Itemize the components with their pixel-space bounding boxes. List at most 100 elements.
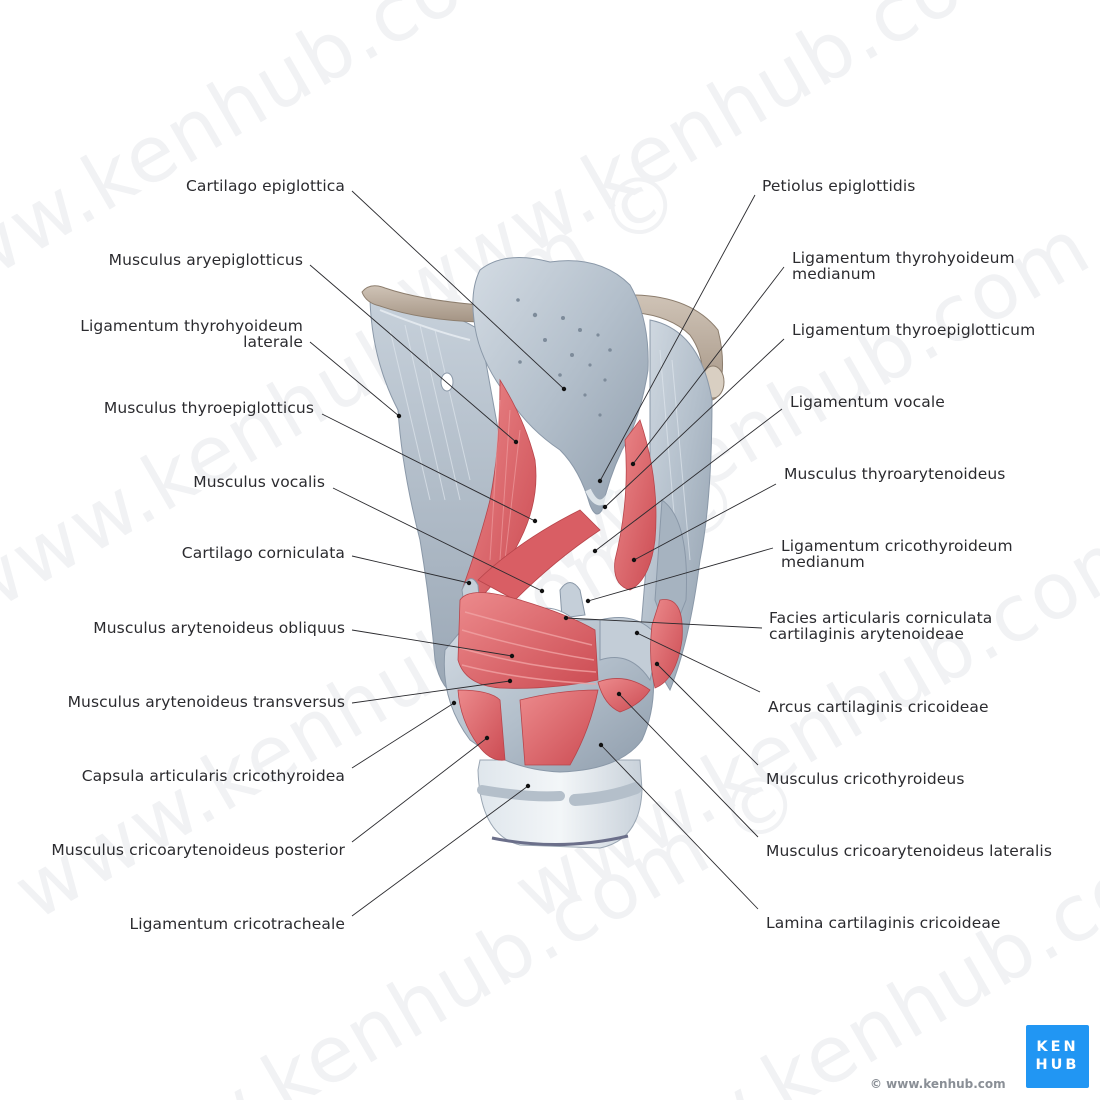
logo-line-2: HUB — [1035, 1057, 1080, 1073]
muscle-aryepiglotticus — [461, 378, 537, 601]
leader-line — [351, 702, 455, 769]
label-musculus-arytenoideus-transversus: Musculus arytenoideus transversus — [68, 694, 345, 710]
leader-dot — [532, 518, 538, 524]
leader-dot — [602, 504, 608, 510]
label-line: Musculus cricoarytenoideus posterior — [51, 841, 345, 859]
leader-dot — [466, 580, 472, 586]
leader-line — [321, 413, 536, 522]
label-musculus-cricothyroideus: Musculus cricothyroideus — [766, 771, 965, 787]
leader-dot — [539, 588, 545, 594]
label-line: Petiolus epiglottidis — [762, 177, 916, 195]
leader-line — [636, 632, 761, 693]
leader-line — [656, 663, 759, 766]
leader-line — [604, 338, 785, 508]
label-petiolus-epiglottidis: Petiolus epiglottidis — [762, 178, 915, 194]
leader-dot — [585, 598, 591, 604]
leader-dot — [451, 700, 457, 706]
trachea — [477, 759, 643, 849]
kenhub-logo[interactable]: KEN HUB — [1026, 1025, 1089, 1088]
label-musculus-cricoarytenoideus-posterior: Musculus cricoarytenoideus posterior — [51, 842, 345, 858]
label-line: Lamina cartilaginis cricoideae — [766, 914, 1001, 932]
leader-line — [599, 194, 756, 482]
leader-line — [351, 555, 470, 584]
label-line: Musculus arytenoideus obliquus — [93, 619, 345, 637]
leader-line — [309, 341, 400, 417]
leader-dot — [563, 615, 569, 621]
label-ligamentum-vocale: Ligamentum vocale — [790, 394, 945, 410]
leader-line — [618, 693, 759, 838]
muscle-cricoarytenoideus-posterior — [457, 689, 599, 766]
leader-dot — [509, 653, 515, 659]
muscle-cricoarytenoideus-lateralis — [597, 678, 651, 713]
leader-line — [351, 785, 529, 917]
thyroid-lamina-right — [639, 319, 713, 692]
leader-line — [351, 629, 513, 657]
leader-dot — [598, 742, 604, 748]
leader-line — [351, 190, 565, 390]
leader-line — [594, 408, 783, 552]
label-cartilago-corniculata: Cartilago corniculata — [182, 545, 345, 561]
label-line: Musculus vocalis — [193, 473, 325, 491]
label-line: Musculus cricoarytenoideus lateralis — [766, 842, 1053, 860]
label-line: Musculus aryepiglotticus — [108, 251, 303, 269]
leader-dot — [484, 735, 490, 741]
label-line: medianum — [792, 265, 876, 283]
label-cartilago-epiglottica: Cartilago epiglottica — [186, 178, 345, 194]
label-line: medianum — [781, 553, 865, 571]
label-line: Musculus arytenoideus transversus — [67, 693, 345, 711]
label-musculus-cricoarytenoideus-lateralis: Musculus cricoarytenoideus lateralis — [766, 843, 1052, 859]
label-musculus-vocalis: Musculus vocalis — [193, 474, 325, 490]
leader-line — [309, 264, 517, 443]
label-ligamentum-thyroepiglotticum: Ligamentum thyroepiglotticum — [792, 322, 1035, 338]
label-line: Facies articularis corniculata — [769, 609, 993, 627]
leader-dot — [513, 439, 519, 445]
leader-lines — [309, 190, 785, 917]
muscle-vocalis — [477, 509, 601, 601]
label-line: Musculus thyroarytenoideus — [784, 465, 1006, 483]
leader-dot — [561, 386, 567, 392]
label-line: Cartilago corniculata — [181, 544, 345, 562]
label-musculus-arytenoideus-obliquus: Musculus arytenoideus obliquus — [93, 620, 345, 636]
leader-line — [600, 744, 759, 910]
label-line: Ligamentum vocale — [790, 393, 945, 411]
label-ligamentum-cricotracheale: Ligamentum cricotracheale — [129, 916, 345, 932]
leader-dot — [597, 478, 603, 484]
label-line: Ligamentum thyroepiglotticum — [792, 321, 1036, 339]
label-line: Musculus thyroepiglotticus — [103, 399, 314, 417]
label-musculus-thyroepiglotticus: Musculus thyroepiglotticus — [104, 400, 314, 416]
logo-line-1: KEN — [1036, 1039, 1079, 1055]
label-musculus-aryepiglotticus: Musculus aryepiglotticus — [109, 252, 303, 268]
label-line: Ligamentum thyrohyoideum — [792, 249, 1015, 267]
copyright-url[interactable]: © www.kenhub.com — [870, 1077, 1006, 1091]
leader-dot — [592, 548, 598, 554]
leader-dot — [630, 461, 636, 467]
leader-line — [351, 737, 488, 843]
label-capsula-articularis-cricothyroidea: Capsula articularis cricothyroidea — [82, 768, 345, 784]
leader-line — [332, 487, 543, 592]
label-line: Ligamentum thyrohyoideum — [80, 317, 303, 335]
leader-dot — [631, 557, 637, 563]
label-line: Ligamentum cricothyroideum — [781, 537, 1013, 555]
label-line: Ligamentum cricotracheale — [129, 915, 345, 933]
leader-line — [565, 617, 763, 629]
label-musculus-thyroarytenoideus: Musculus thyroarytenoideus — [784, 466, 1005, 482]
label-line: cartilaginis arytenoideae — [769, 625, 965, 643]
leader-dot — [654, 661, 660, 667]
muscle-thyroarytenoideus — [614, 419, 657, 591]
leader-line — [587, 547, 774, 602]
leader-dot — [396, 413, 402, 419]
leader-dot — [525, 783, 531, 789]
leader-line — [633, 483, 777, 561]
label-line: Arcus cartilaginis cricoideae — [768, 698, 989, 716]
label-arcus-cartilaginis-cricoideae: Arcus cartilaginis cricoideae — [768, 699, 989, 715]
label-line: laterale — [243, 333, 303, 351]
label-line: Cartilago epiglottica — [185, 177, 345, 195]
leader-line — [351, 680, 511, 704]
leader-dot — [616, 691, 622, 697]
leader-dot — [507, 678, 513, 684]
